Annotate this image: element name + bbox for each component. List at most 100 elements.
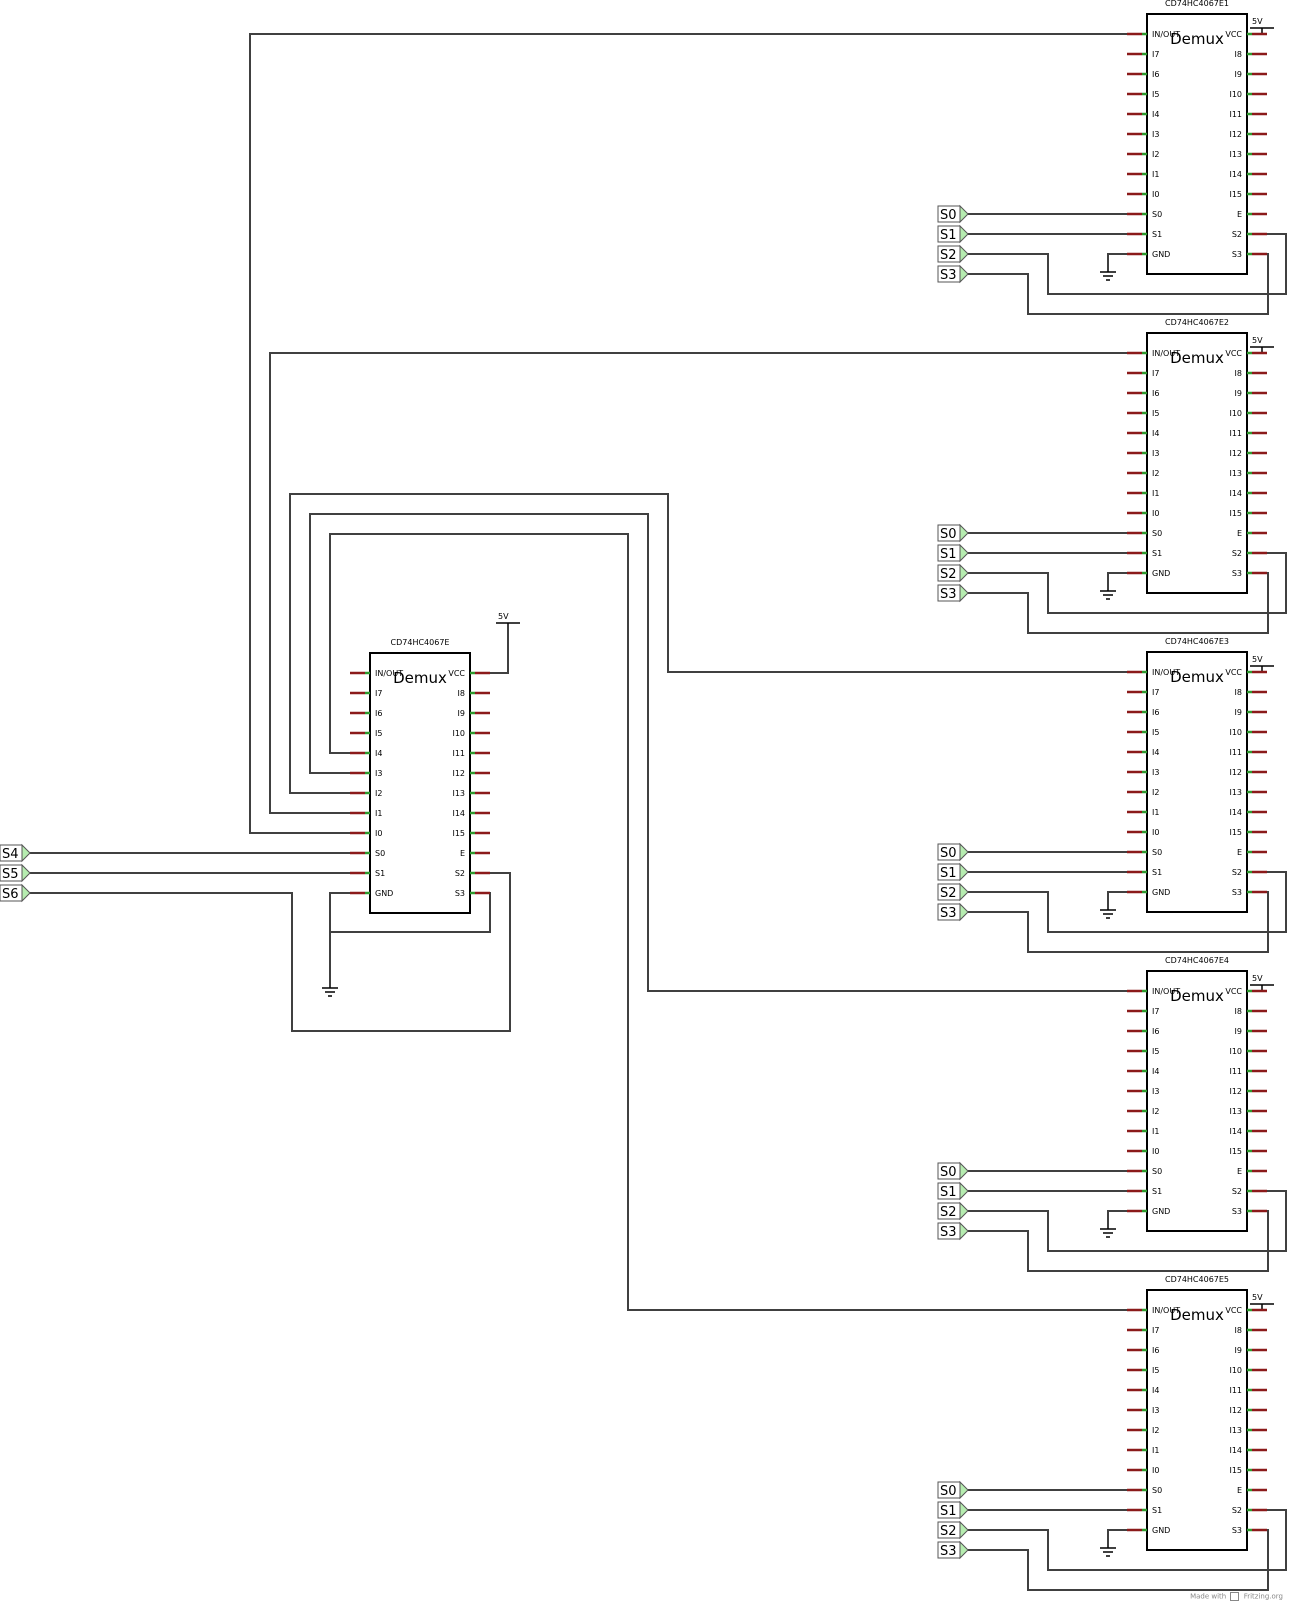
net-flag-e3-s1: S1 (937, 862, 969, 882)
pin-label-left: I4 (1152, 429, 1159, 438)
net-label-text: S2 (940, 248, 957, 263)
net-flag-e2-s1: S1 (937, 543, 969, 563)
pin-label-right: I14 (1229, 1127, 1242, 1136)
pin-label-left: IN/OUT (1152, 987, 1180, 996)
pin-label-left: S1 (1152, 230, 1162, 239)
pin-label-right: VCC (1225, 349, 1242, 358)
pin-label-right: S3 (1232, 569, 1242, 578)
pin-label-left: S0 (1152, 1486, 1162, 1495)
pin-label-right: I15 (1229, 1466, 1242, 1475)
pin-label-right: S3 (1232, 888, 1242, 897)
demux-chip-main[interactable]: CD74HC4067EDemuxIN/OUTI7I6I5I4I3I2I1I0S0… (350, 638, 490, 914)
pin-label-right: S2 (1232, 230, 1242, 239)
pin-label-right: S2 (1232, 1506, 1242, 1515)
power-5v-e5: 5V (1250, 1293, 1274, 1305)
net-flag-e4-s0: S0 (937, 1161, 969, 1181)
pin-label-right: S2 (1232, 868, 1242, 877)
pin-label-right: I13 (1229, 1426, 1242, 1435)
pin-label-left: S1 (1152, 868, 1162, 877)
pin-label-left: I3 (1152, 1406, 1159, 1415)
pin-label-left: I5 (375, 729, 382, 738)
power-label: 5V (1252, 336, 1263, 345)
net-flag-e3-s2: S2 (937, 882, 969, 902)
net-flag-main-s5: S5 (0, 863, 31, 883)
pin-label-right: I11 (1229, 1386, 1242, 1395)
demux-chip-e1[interactable]: CD74HC4067E1DemuxIN/OUTI7I6I5I4I3I2I1I0S… (1127, 0, 1267, 275)
pin-label-right: I9 (1235, 70, 1242, 79)
demux-chip-e2[interactable]: CD74HC4067E2DemuxIN/OUTI7I6I5I4I3I2I1I0S… (1127, 318, 1267, 594)
pin-label-right: I14 (1229, 489, 1242, 498)
fritzing-logo-icon (1230, 1592, 1240, 1601)
pin-label-right: E (1237, 529, 1242, 538)
s6-wire (30, 872, 511, 1032)
pin-label-left: S1 (1152, 1506, 1162, 1515)
pin-label-left: I7 (1152, 1326, 1159, 1335)
pin-label-left: I4 (1152, 1386, 1159, 1395)
pin-label-left: GND (1152, 1526, 1170, 1535)
pin-label-right: I10 (452, 729, 465, 738)
net-flag-e5-s1: S1 (937, 1500, 969, 1520)
ground-e3 (1100, 909, 1116, 919)
pin-label-right: I12 (1229, 768, 1242, 777)
demux-chip-e4[interactable]: CD74HC4067E4DemuxIN/OUTI7I6I5I4I3I2I1I0S… (1127, 956, 1267, 1232)
pin-label-right: I10 (1229, 90, 1242, 99)
pin-label-right: I8 (458, 689, 465, 698)
pin-label-right: I10 (1229, 728, 1242, 737)
power-label: 5V (498, 612, 509, 621)
pin-label-right: I8 (1235, 688, 1242, 697)
part-name: CD74HC4067E5 (1165, 1275, 1229, 1284)
pin-label-left: I3 (1152, 449, 1159, 458)
ground-main (322, 987, 338, 997)
pin-label-left: S1 (375, 869, 385, 878)
demux-chip-e3[interactable]: CD74HC4067E3DemuxIN/OUTI7I6I5I4I3I2I1I0S… (1127, 637, 1267, 913)
pin-label-left: IN/OUT (1152, 349, 1180, 358)
pin-label-left: I0 (1152, 1466, 1159, 1475)
pin-label-right: S3 (1232, 1207, 1242, 1216)
chip-body (369, 652, 471, 914)
pin-label-right: I12 (1229, 1406, 1242, 1415)
pin-label-left: I0 (1152, 828, 1159, 837)
gnd-wire-e2 (1107, 572, 1147, 591)
pin-label-right: I9 (1235, 389, 1242, 398)
route-e3 (289, 493, 1147, 794)
pin-label-left: S0 (375, 849, 385, 858)
chip-body (1146, 332, 1248, 594)
net-flag-e2-s2: S2 (937, 563, 969, 583)
net-flag-e5-s3: S3 (937, 1540, 969, 1560)
gnd-wire-e4 (1107, 1210, 1147, 1229)
pin-label-left: I0 (1152, 190, 1159, 199)
s2-wire-e4 (968, 1190, 1287, 1252)
route-e2 (269, 352, 1147, 814)
chip-body (1146, 1289, 1248, 1551)
pin-label-left: S1 (1152, 549, 1162, 558)
pin-label-left: IN/OUT (375, 669, 403, 678)
pin-label-left: GND (1152, 250, 1170, 259)
pin-label-left: I1 (1152, 170, 1159, 179)
pin-label-right: I10 (1229, 1047, 1242, 1056)
pin-label-right: E (460, 849, 465, 858)
demux-chip-e5[interactable]: CD74HC4067E5DemuxIN/OUTI7I6I5I4I3I2I1I0S… (1127, 1275, 1267, 1551)
pin-label-right: I11 (452, 749, 465, 758)
ground-e5 (1100, 1547, 1116, 1557)
pin-label-right: E (1237, 1167, 1242, 1176)
net-flag-e4-s1: S1 (937, 1181, 969, 1201)
pin-label-right: I13 (1229, 150, 1242, 159)
pin-label-right: I11 (1229, 429, 1242, 438)
net-label-text: S3 (940, 1544, 957, 1559)
chip-body (1146, 13, 1248, 275)
net-label-text: S2 (940, 886, 957, 901)
s2-wire-e5 (968, 1509, 1287, 1571)
pin-label-right: I13 (1229, 1107, 1242, 1116)
fritzing-credit: Made with Fritzing.org (1190, 1592, 1283, 1601)
pin-label-right: I13 (1229, 469, 1242, 478)
pin-label-right: I8 (1235, 50, 1242, 59)
pin-label-left: S0 (1152, 529, 1162, 538)
net-label-text: S2 (940, 1524, 957, 1539)
pin-label-left: I1 (1152, 1446, 1159, 1455)
pin-label-left: S0 (1152, 848, 1162, 857)
net-label-text: S1 (940, 228, 957, 243)
pin-label-left: GND (375, 889, 393, 898)
pin-label-left: S1 (1152, 1187, 1162, 1196)
chip-label: Demux (1170, 987, 1224, 1005)
